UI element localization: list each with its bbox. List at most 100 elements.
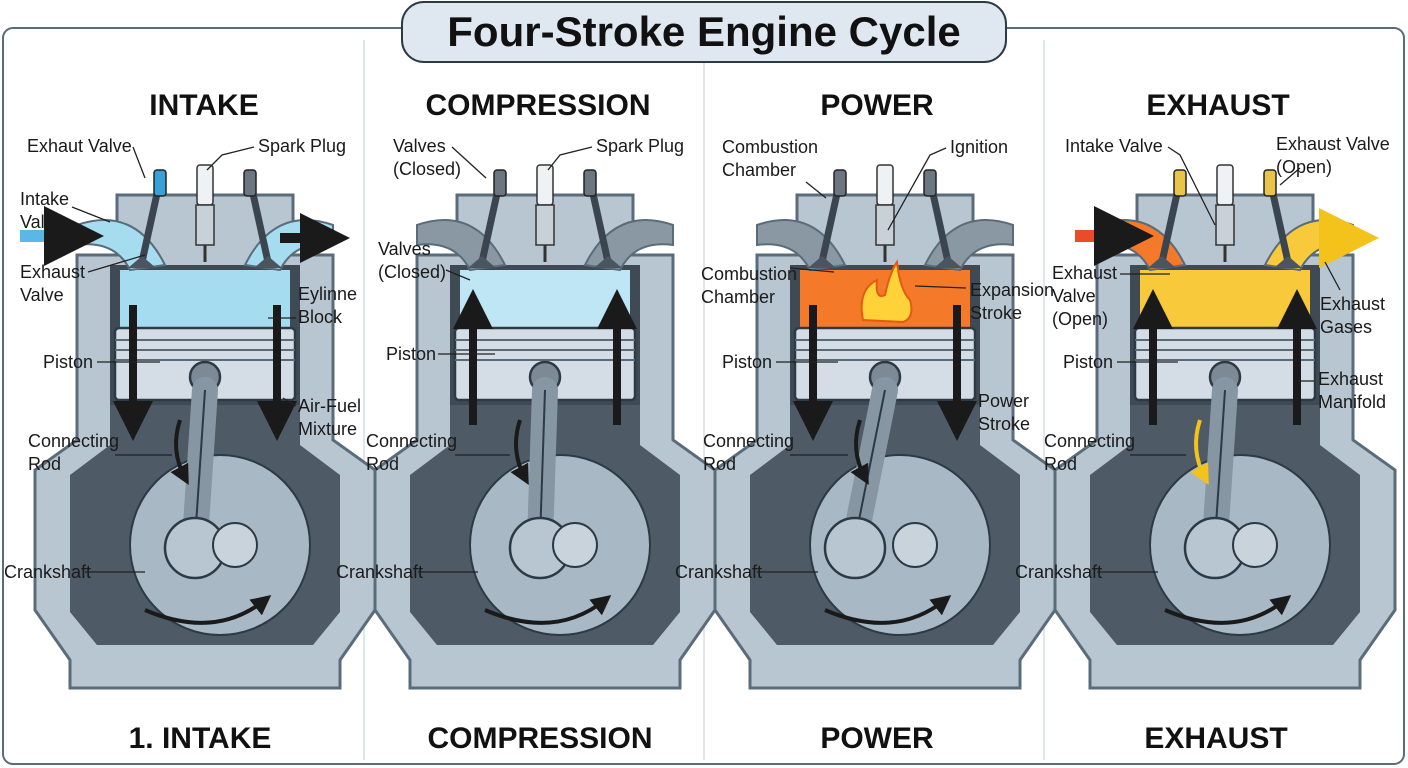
label-combustion-chamber-top-line: Chamber: [722, 160, 796, 180]
crank-pin: [823, 516, 887, 580]
label-piston-line: Piston: [386, 344, 436, 364]
spark-plug-body: [1215, 204, 1235, 246]
panel-heading: EXHAUST: [1146, 89, 1289, 122]
label-crankshaft: Crankshaft: [336, 562, 423, 582]
label-connecting-rod-line: Connecting: [703, 431, 794, 451]
valve-head: [128, 256, 156, 268]
label-valves-closed-top-line: (Closed): [393, 159, 461, 179]
label-crankshaft: Crankshaft: [4, 562, 91, 582]
panel-heading: INTAKE: [149, 89, 258, 122]
spark-plug-body: [535, 204, 555, 246]
label-valves-closed-side-line: (Closed): [378, 262, 446, 282]
label-piston-line: Piston: [1063, 352, 1113, 372]
panel-footer: 1. INTAKE: [129, 722, 272, 755]
leader-line: [206, 146, 255, 171]
leader-line: [132, 146, 146, 179]
label-exhaust-manifold-line: Manifold: [1318, 392, 1386, 412]
valve-head: [1274, 256, 1302, 268]
label-crankshaft-line: Crankshaft: [1015, 562, 1102, 582]
valve-spring: [493, 169, 507, 197]
valve-head: [934, 256, 962, 268]
label-intake-valve: Intake Valve: [1065, 136, 1163, 156]
label-expansion-stroke-line: Expansion: [970, 280, 1054, 300]
panel-heading: COMPRESSION: [425, 89, 650, 122]
leader-line: [1324, 261, 1341, 291]
label-exhaust-valve-open-top-line: Exhaust Valve: [1276, 134, 1390, 154]
label-combustion-chamber-top-line: Combustion: [722, 137, 818, 157]
leader-line: [71, 206, 111, 223]
label-air-fuel-mixture-line: Air-Fuel: [298, 396, 361, 416]
valve-spring: [833, 169, 847, 197]
label-crankshaft: Crankshaft: [1015, 562, 1102, 582]
label-spark-plug-line: Spark Plug: [258, 136, 346, 156]
leader-line: [1167, 146, 1216, 226]
valve-head: [808, 256, 836, 268]
valve-head: [1148, 256, 1176, 268]
label-combustion-chamber-side-line: Combustion: [701, 264, 797, 284]
valve-head: [594, 256, 622, 268]
rod-motion-arrow: [510, 419, 529, 486]
crankshaft-journal: [552, 522, 598, 568]
panel-footer: COMPRESSION: [427, 722, 652, 755]
connecting-rod-edge: [1214, 389, 1226, 541]
label-connecting-rod-line: Connecting: [28, 431, 119, 451]
rod-motion-arrow: [850, 419, 869, 486]
label-exhaust-gases-line: Gases: [1320, 317, 1372, 337]
rotation-arrow: [144, 595, 272, 625]
label-intake-valve-line: Valve: [20, 212, 64, 232]
crankshaft-journal: [1232, 522, 1278, 568]
leader-line: [282, 397, 297, 407]
label-valves-closed-top: Valves(Closed): [393, 136, 461, 179]
label-crankshaft-line: Crankshaft: [336, 562, 423, 582]
label-piston: Piston: [386, 344, 436, 364]
label-piston: Piston: [43, 352, 93, 372]
valve-head: [254, 256, 282, 268]
leader-line: [1279, 167, 1301, 186]
connecting-rod-edge: [854, 389, 886, 541]
label-exhaust-manifold-line: Exhaust: [1318, 369, 1383, 389]
label-expansion-stroke-line: Stroke: [970, 303, 1022, 323]
valve-spring: [923, 169, 937, 197]
label-cylinder-block-line: Block: [298, 307, 343, 327]
panel-compression: COMPRESSIONCOMPRESSIONValves(Closed)Spar…: [336, 89, 717, 755]
valve-spring: [153, 169, 167, 197]
label-power-stroke-line: Stroke: [978, 414, 1030, 434]
label-crankshaft: Crankshaft: [675, 562, 762, 582]
spark-plug: [196, 164, 214, 206]
connecting-rod-edge: [194, 389, 206, 541]
title-pill: [401, 1, 1007, 63]
leader-line: [887, 147, 947, 231]
label-piston: Piston: [722, 352, 772, 372]
label-ignition: Ignition: [950, 137, 1008, 157]
label-connecting-rod-line: Connecting: [1044, 431, 1135, 451]
label-connecting-rod-line: Connecting: [366, 431, 457, 451]
panel-footer: POWER: [820, 722, 934, 755]
label-spark-plug: Spark Plug: [258, 136, 346, 156]
rotation-arrow: [1164, 595, 1292, 625]
valve-spring: [583, 169, 597, 197]
spark-plug-body: [195, 204, 215, 246]
label-intake-valve-line: Intake Valve: [1065, 136, 1163, 156]
label-combustion-chamber-side-line: Chamber: [701, 287, 775, 307]
label-connecting-rod-line: Rod: [703, 454, 736, 474]
leader-line: [914, 285, 967, 289]
leader-line: [789, 267, 835, 273]
label-cylinder-block-line: Eylinne: [298, 284, 357, 304]
page-title: Four-Stroke Engine Cycle: [447, 8, 960, 55]
leader-line: [547, 146, 593, 171]
label-connecting-rod-line: Rod: [366, 454, 399, 474]
connecting-rod-edge: [539, 389, 546, 541]
label-exhaust-valve-line: Exhaust: [20, 262, 85, 282]
label-connecting-rod-line: Rod: [1044, 454, 1077, 474]
